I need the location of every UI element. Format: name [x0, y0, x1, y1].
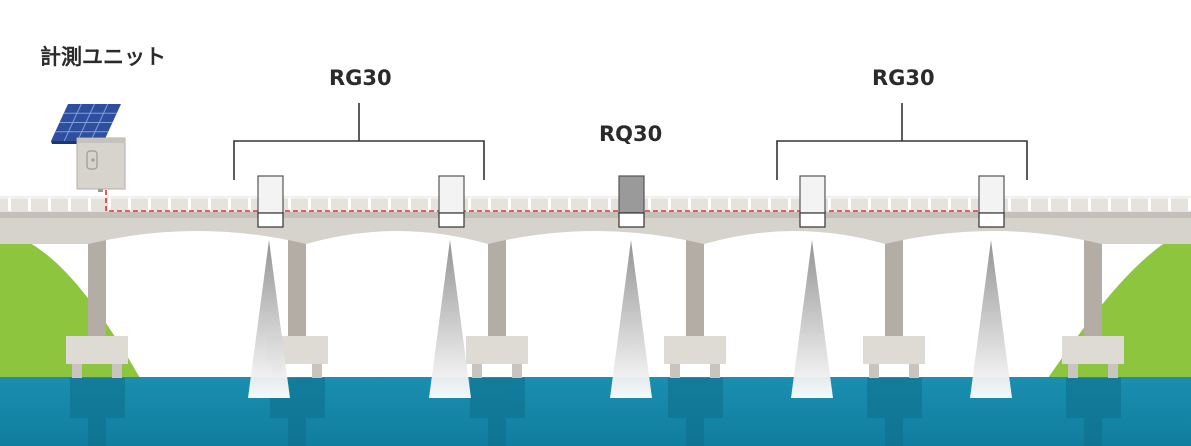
radar-sensor-icon	[618, 175, 645, 228]
bridge-railing	[0, 196, 1191, 212]
rail-post	[788, 198, 791, 211]
river-water	[0, 377, 1191, 446]
rail-post	[728, 198, 731, 211]
rail-post	[1008, 198, 1011, 211]
rail-post	[948, 198, 951, 211]
rail-post	[1128, 198, 1131, 211]
rail-post	[588, 198, 591, 211]
rail-post	[748, 198, 751, 211]
rail-post	[928, 198, 931, 211]
radar-sensor-icon	[257, 175, 284, 228]
rail-post	[288, 198, 291, 211]
bracket-right	[776, 103, 1028, 180]
deck-shadow-band	[0, 212, 1191, 218]
rg30-right-label: RG30	[872, 66, 935, 90]
rail-post	[1148, 198, 1151, 211]
measurement-unit	[51, 103, 126, 192]
rail-post	[308, 198, 311, 211]
rail-post	[1108, 198, 1111, 211]
rail-post	[328, 198, 331, 211]
sensor-beams	[248, 240, 1012, 398]
rail-post	[1048, 198, 1051, 211]
rail-post	[28, 198, 31, 211]
bracket-left	[233, 103, 485, 180]
rail-post	[48, 198, 51, 211]
bridge-deck	[0, 212, 1191, 244]
rail-post	[108, 198, 111, 211]
rail-post	[508, 198, 511, 211]
rail-post	[1068, 198, 1071, 211]
rail-post	[1028, 198, 1031, 211]
rail-post	[568, 198, 571, 211]
rail-post	[148, 198, 151, 211]
bridge-piers	[66, 238, 1124, 378]
measurement-unit-label: 計測ユニット	[40, 45, 166, 69]
rail-post	[408, 198, 411, 211]
rail-post	[348, 198, 351, 211]
rail-post	[608, 198, 611, 211]
rq30-center-label: RQ30	[599, 122, 663, 146]
rail-post	[548, 198, 551, 211]
rail-post	[128, 198, 131, 211]
rail-post	[368, 198, 371, 211]
rail-post	[168, 198, 171, 211]
rail-post	[208, 198, 211, 211]
rail-post	[1088, 198, 1091, 211]
rail-post	[668, 198, 671, 211]
rg30-left-label: RG30	[329, 66, 392, 90]
rail-post	[228, 198, 231, 211]
rail-post	[848, 198, 851, 211]
rail-post	[248, 198, 251, 211]
rail-post	[888, 198, 891, 211]
rail-post	[488, 198, 491, 211]
rail-post	[708, 198, 711, 211]
rail-post	[68, 198, 71, 211]
rail-post	[828, 198, 831, 211]
rail-post	[8, 198, 11, 211]
pier-reflections	[70, 378, 1121, 446]
rail-post	[968, 198, 971, 211]
rail-post	[528, 198, 531, 211]
radar-sensor-icon	[978, 175, 1005, 228]
rail-post	[1168, 198, 1171, 211]
rail-post	[88, 198, 91, 211]
rail-post	[188, 198, 191, 211]
rail-post	[688, 198, 691, 211]
rail-post	[868, 198, 871, 211]
rail-post	[648, 198, 651, 211]
radar-sensor-icon	[438, 175, 465, 228]
signal-cable	[105, 190, 990, 212]
rail-post	[468, 198, 471, 211]
radar-sensor-icon	[799, 175, 826, 228]
rail-post	[908, 198, 911, 211]
rail-post	[768, 198, 771, 211]
control-box	[76, 137, 126, 190]
rail-post	[388, 198, 391, 211]
rail-post	[428, 198, 431, 211]
rail-post	[1188, 198, 1191, 211]
